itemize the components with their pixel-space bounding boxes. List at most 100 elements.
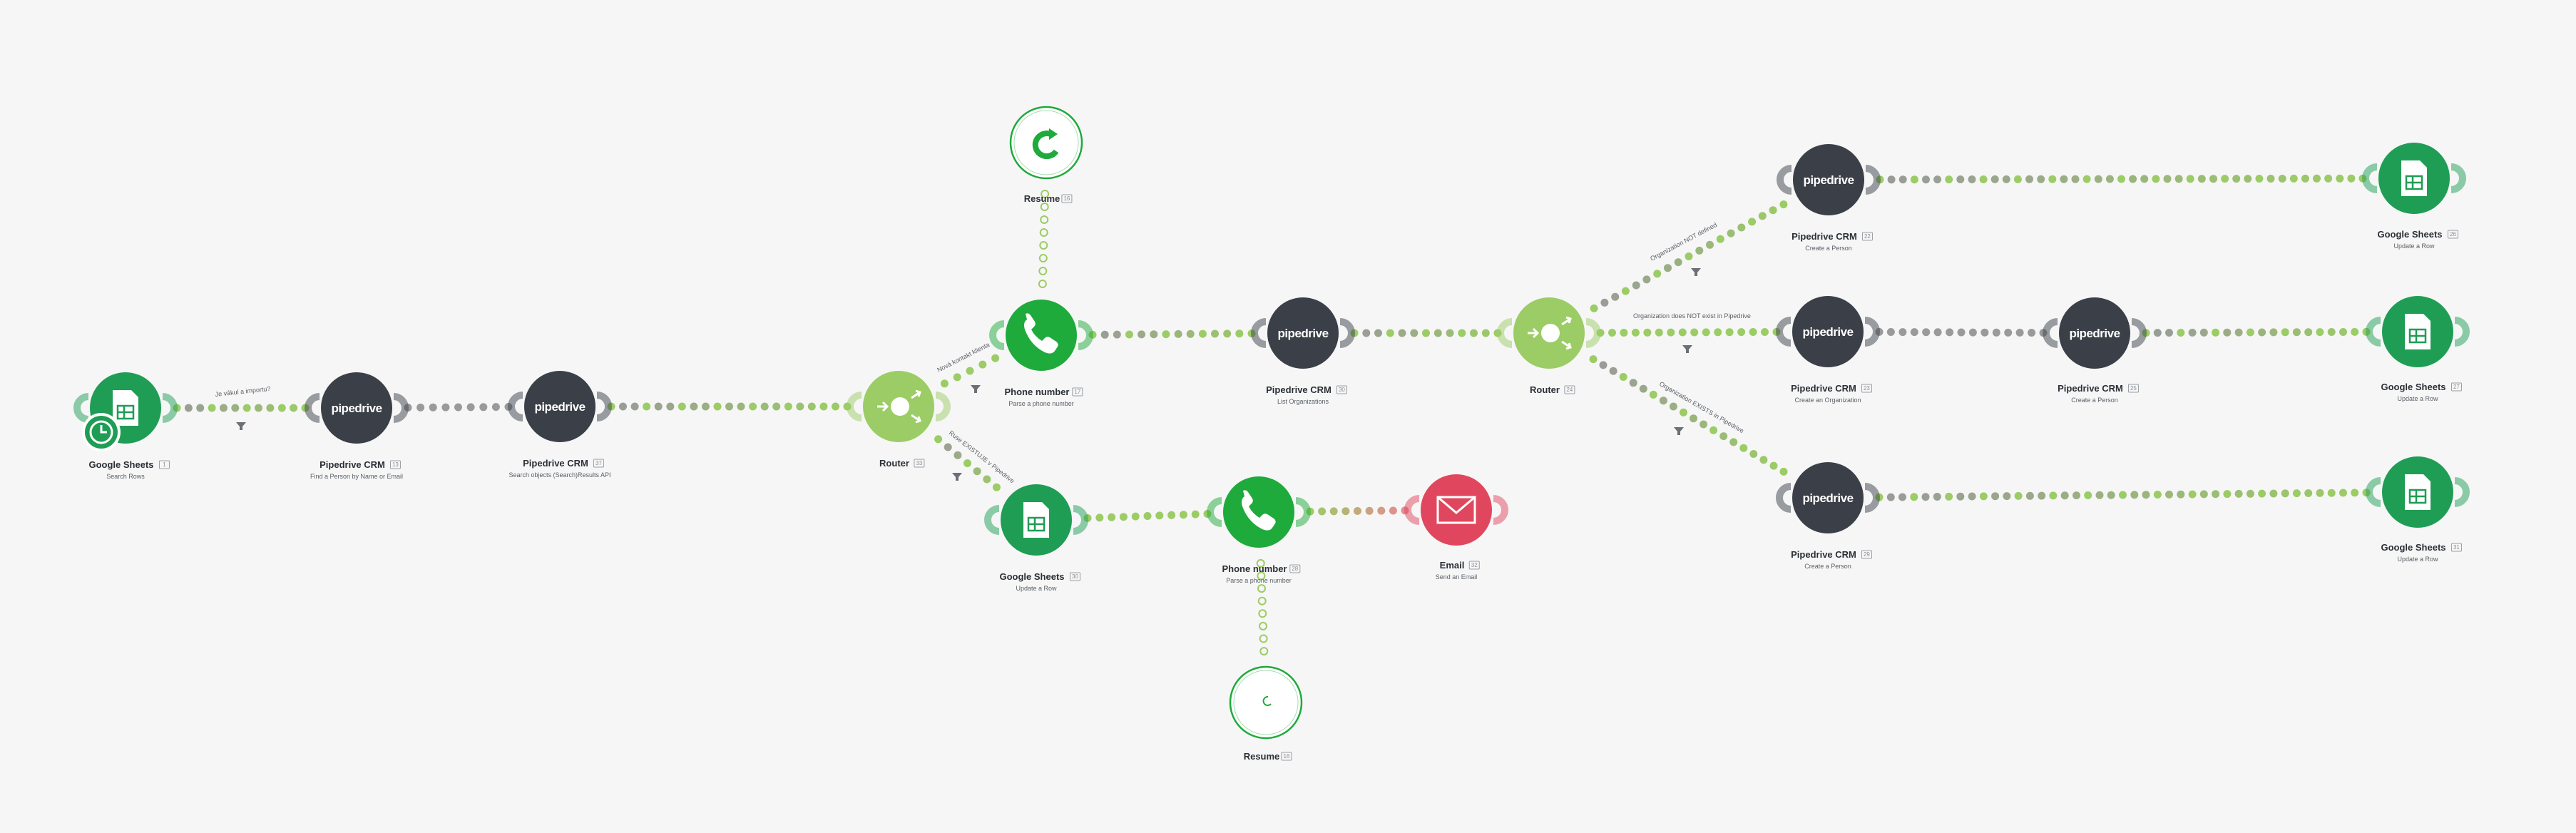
output-handle[interactable]	[162, 393, 178, 423]
connection-ph1-pd3[interactable]	[1088, 329, 1256, 339]
input-handle[interactable]	[1777, 165, 1792, 195]
connection-pd2-r1[interactable]	[607, 402, 852, 411]
connection-r1-ph1[interactable]	[940, 354, 1000, 388]
output-handle[interactable]	[1865, 165, 1881, 195]
input-handle[interactable]	[305, 393, 320, 423]
filter-label-router-pd-mid[interactable]: Organization does NOT exist in Pipedrive	[1633, 312, 1751, 320]
filter-icon[interactable]	[1691, 268, 1701, 276]
output-handle[interactable]	[935, 392, 951, 421]
output-handle[interactable]	[1585, 318, 1601, 348]
connection-pd7-gs5[interactable]	[1875, 489, 2371, 501]
connection-ph2-em1[interactable]	[1306, 506, 1409, 516]
connection-dot	[2212, 490, 2220, 499]
filter-label-router-phone[interactable]: Nová kontakt klienta	[936, 341, 991, 374]
input-handle[interactable]	[1207, 497, 1222, 527]
connection-pd6-gs4[interactable]	[2142, 327, 2371, 337]
connection-dot	[1690, 414, 1697, 423]
module-circle[interactable]	[321, 372, 392, 444]
input-handle[interactable]	[2043, 318, 2058, 348]
connection-r1-gs2[interactable]	[934, 435, 1001, 491]
module-circle[interactable]	[1793, 144, 1864, 215]
schedule-clock-icon[interactable]	[82, 413, 121, 451]
output-handle[interactable]	[1493, 495, 1508, 525]
connection-r2-pd4[interactable]	[1590, 200, 1788, 312]
filter-icon[interactable]	[236, 422, 246, 430]
connection-gs2-ph2[interactable]	[1083, 510, 1212, 522]
module-circle[interactable]	[1223, 476, 1294, 548]
module-circle[interactable]	[1267, 297, 1339, 369]
input-handle[interactable]	[2366, 317, 2381, 347]
module-id-badge	[1336, 385, 1347, 394]
connection-pd4-gs3[interactable]	[1876, 174, 2367, 184]
output-handle[interactable]	[1864, 317, 1880, 347]
output-handle[interactable]	[596, 392, 612, 421]
input-handle[interactable]	[1776, 317, 1792, 347]
input-handle[interactable]	[1776, 483, 1792, 513]
connection-dot	[2199, 490, 2208, 499]
filter-label-sheets-pipedrive[interactable]: Je vákul a importu?	[215, 385, 271, 398]
module-circle[interactable]	[1009, 106, 1083, 180]
output-handle[interactable]	[2131, 318, 2147, 348]
output-handle[interactable]	[1078, 320, 1093, 350]
filter-icon[interactable]	[1682, 345, 1692, 353]
module-circle[interactable]	[1792, 296, 1864, 367]
output-handle[interactable]	[2454, 477, 2470, 507]
input-handle[interactable]	[73, 393, 89, 423]
connection-gs1-pd1[interactable]	[173, 404, 310, 412]
module-circle[interactable]	[1421, 474, 1492, 546]
input-handle[interactable]	[1497, 318, 1513, 348]
connection-r2-pd7[interactable]	[1589, 355, 1788, 476]
output-handle[interactable]	[393, 393, 409, 423]
connection-pd1-pd2[interactable]	[404, 403, 513, 412]
module-circle[interactable]	[2059, 297, 2130, 369]
output-handle[interactable]	[2454, 317, 2470, 347]
input-handle[interactable]	[1404, 495, 1420, 525]
output-handle[interactable]	[1864, 483, 1880, 513]
input-handle[interactable]	[508, 392, 523, 421]
output-handle[interactable]	[2450, 163, 2466, 193]
input-handle[interactable]	[2362, 163, 2378, 193]
input-handle[interactable]	[2366, 477, 2381, 507]
connection-pd5-pd6[interactable]	[1875, 327, 2048, 337]
filter-icon[interactable]	[971, 385, 981, 393]
filter-icon[interactable]	[952, 473, 962, 481]
module-circle[interactable]	[1006, 300, 1077, 371]
input-handle[interactable]	[847, 392, 862, 421]
input-handle[interactable]	[984, 505, 1000, 535]
connection-ph1-res1[interactable]	[1038, 190, 1050, 288]
connection-dot	[1589, 355, 1598, 364]
connection-r2-pd5[interactable]	[1596, 327, 1781, 337]
output-handle[interactable]	[1073, 505, 1088, 535]
connection-pd3-r2[interactable]	[1350, 329, 1502, 337]
module-id-badge	[1289, 564, 1301, 573]
output-handle[interactable]	[1295, 497, 1311, 527]
filter-icon[interactable]	[1674, 427, 1684, 435]
module-circle[interactable]	[1229, 665, 1303, 740]
connection-ph2-res2[interactable]	[1256, 558, 1269, 656]
module-circle[interactable]	[524, 371, 596, 442]
output-handle[interactable]	[1339, 318, 1355, 348]
input-handle[interactable]	[989, 320, 1005, 350]
module-circle[interactable]	[1792, 462, 1864, 533]
input-handle[interactable]	[1251, 318, 1267, 348]
